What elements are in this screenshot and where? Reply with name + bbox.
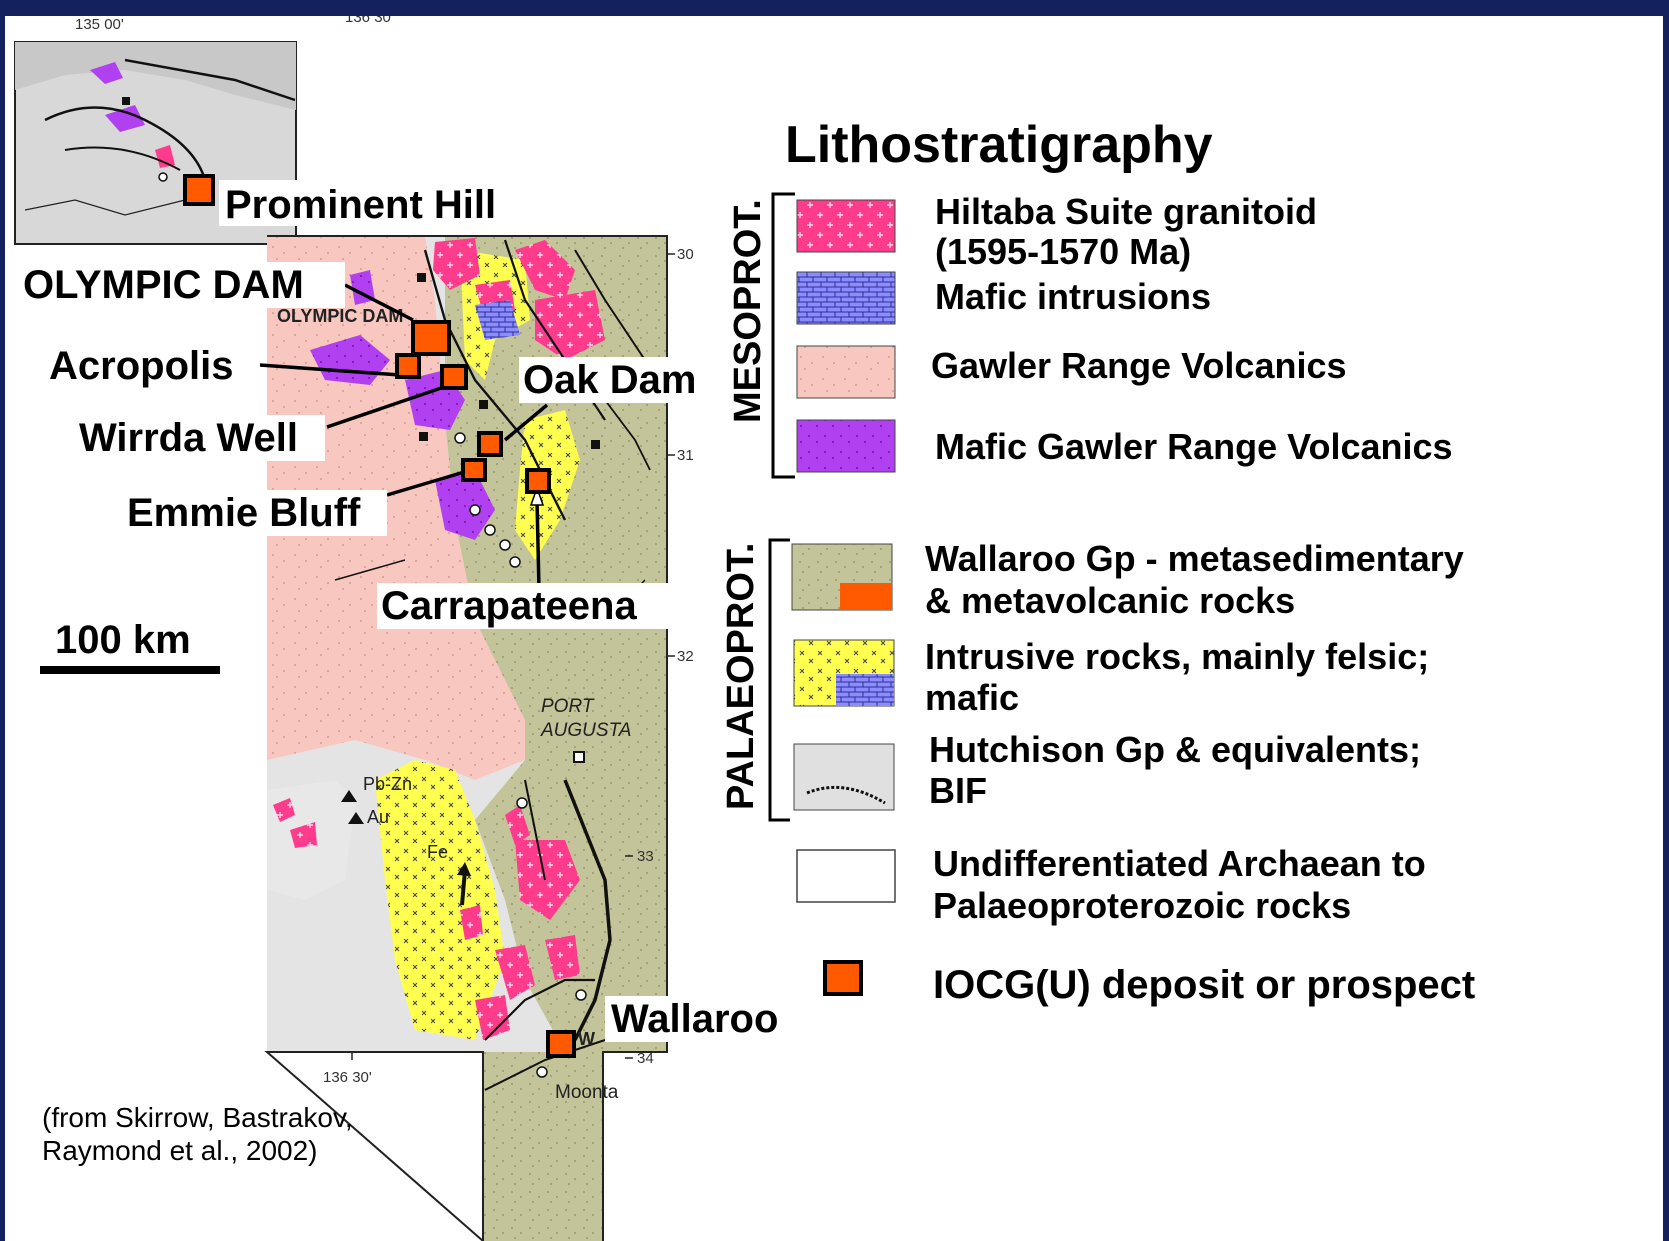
prospect-circle bbox=[484, 524, 496, 536]
label-carrapateena: Carrapateena bbox=[381, 584, 637, 628]
swatch-mafic-grv bbox=[796, 419, 896, 473]
legend-hutchison-line1: Hutchison Gp & equivalents; bbox=[929, 729, 1421, 770]
deposit-marker-acropolis bbox=[395, 353, 421, 379]
deposit-marker-prominent-hill bbox=[183, 174, 215, 206]
scale-bar: 100 km bbox=[40, 618, 220, 674]
deposit-marker-wirrda-well bbox=[440, 364, 468, 390]
swatch-wallaroo-gp bbox=[791, 543, 893, 611]
deposit-marker-emmie-bluff bbox=[461, 458, 487, 482]
figure-frame: OLYMPIC DAM PORT AUGUSTA Pb-Zn Au Fe Moo… bbox=[5, 16, 1663, 1241]
legend-title: Lithostratigraphy bbox=[785, 116, 1213, 174]
bracket-mesoprot bbox=[771, 192, 795, 479]
prospect-circle bbox=[516, 797, 528, 809]
town-square bbox=[419, 432, 428, 441]
carrapateena-arrowhead bbox=[529, 485, 545, 506]
prospect-circle bbox=[536, 1066, 548, 1078]
swatch-mafic-intrusions bbox=[796, 271, 896, 325]
label-prominent-hill: Prominent Hill bbox=[225, 183, 496, 227]
lat-32-label: 32 bbox=[677, 648, 694, 665]
geology-map-figure: OLYMPIC DAM PORT AUGUSTA Pb-Zn Au Fe Moo… bbox=[14, 16, 1475, 1241]
swatch-intrusive bbox=[793, 639, 895, 707]
legend-hiltaba-line2: (1595-1570 Ma) bbox=[935, 231, 1191, 272]
prospect-circle bbox=[575, 989, 587, 1001]
legend-undiff-line2: Palaeoproterozoic rocks bbox=[933, 885, 1351, 926]
label-olympic-dam: OLYMPIC DAM bbox=[23, 263, 304, 307]
lat-31-label: 31 bbox=[677, 447, 694, 464]
bracket-palaeoprot bbox=[768, 538, 790, 822]
lat-30-label: 30 bbox=[677, 246, 694, 263]
swatch-undiff bbox=[796, 849, 896, 903]
lon-136-bottom-label: 136 30' bbox=[323, 1069, 372, 1086]
leader-lines bbox=[259, 283, 549, 591]
label-oak-dam: Oak Dam bbox=[523, 358, 696, 402]
prospect-circle bbox=[509, 556, 521, 568]
town-square bbox=[479, 400, 488, 409]
deposit-labels: Prominent Hill OLYMPIC DAM Acropolis Oak… bbox=[19, 180, 801, 1042]
legend-wallaroo-line2: & metavolcanic rocks bbox=[925, 580, 1295, 621]
deposit-markers bbox=[183, 174, 576, 1058]
triangle-symbol bbox=[348, 812, 364, 824]
swatch-hutchison bbox=[793, 743, 895, 811]
citation-line-1: (from Skirrow, Bastrakov, bbox=[42, 1102, 353, 1133]
label-acropolis: Acropolis bbox=[49, 344, 233, 388]
label-wirrda-well: Wirrda Well bbox=[79, 416, 298, 460]
label-wallaroo: Wallaroo bbox=[611, 997, 778, 1041]
legend-grv: Gawler Range Volcanics bbox=[931, 345, 1347, 386]
fe-label: Fe bbox=[427, 842, 448, 862]
pb-zn-label: Pb-Zn bbox=[363, 774, 412, 794]
olympic-dam-small-label: OLYMPIC DAM bbox=[277, 306, 403, 326]
lat-34-label: 34 bbox=[637, 1050, 654, 1067]
town-square bbox=[573, 751, 585, 763]
deposit-marker-carrapateena bbox=[525, 468, 551, 494]
legend-deposit-label: IOCG(U) deposit or prospect bbox=[933, 963, 1475, 1007]
legend-wallaroo-line1: Wallaroo Gp - metasedimentary bbox=[925, 538, 1464, 579]
scale-label: 100 km bbox=[55, 618, 191, 662]
prospect-circle bbox=[454, 432, 466, 444]
scale-line bbox=[40, 666, 220, 674]
legend-hutchison-line2: BIF bbox=[929, 770, 987, 811]
prospect-circle bbox=[499, 539, 511, 551]
swatch-hiltaba bbox=[796, 199, 896, 253]
label-emmie-bluff: Emmie Bluff bbox=[127, 491, 361, 535]
lon-136-top-label: 136 30' bbox=[345, 16, 394, 26]
lon-135-label: 135 00' bbox=[75, 16, 124, 33]
inset-map bbox=[14, 41, 297, 245]
legend: Lithostratigraphy MESOPROT. PALAEOPROT. … bbox=[720, 116, 1475, 1007]
legend-hiltaba-line1: Hiltaba Suite granitoid bbox=[935, 191, 1317, 232]
town-square bbox=[417, 273, 426, 282]
deposit-marker-oak-dam bbox=[477, 431, 503, 457]
group-label-palaeoprot: PALAEOPROT. bbox=[720, 543, 762, 810]
legend-intrusive-line1: Intrusive rocks, mainly felsic; bbox=[925, 636, 1429, 677]
town-square bbox=[591, 440, 600, 449]
port-augusta-label-1: PORT bbox=[541, 696, 595, 717]
legend-intrusive-line2: mafic bbox=[925, 677, 1019, 718]
lat-33-label: 33 bbox=[637, 848, 654, 865]
triangle-symbol bbox=[341, 790, 357, 802]
moonta-label: Moonta bbox=[555, 1082, 619, 1103]
citation-line-2: Raymond et al., 2002) bbox=[42, 1135, 318, 1166]
au-label: Au bbox=[367, 807, 389, 827]
deposit-marker-olympic-dam bbox=[411, 320, 451, 356]
legend-undiff-line1: Undifferentiated Archaean to bbox=[933, 843, 1426, 884]
legend-mafic-grv: Mafic Gawler Range Volcanics bbox=[935, 426, 1453, 467]
swatch-deposit bbox=[823, 960, 863, 996]
port-augusta-label-2: AUGUSTA bbox=[540, 720, 631, 741]
wallaroo-w-label: W bbox=[578, 1029, 595, 1049]
swatch-grv bbox=[796, 345, 896, 399]
prospect-circle bbox=[469, 504, 481, 516]
deposit-marker-wallaroo bbox=[546, 1030, 576, 1058]
legend-mafic-intrusions: Mafic intrusions bbox=[935, 276, 1211, 317]
group-label-mesoprot: MESOPROT. bbox=[727, 199, 769, 423]
